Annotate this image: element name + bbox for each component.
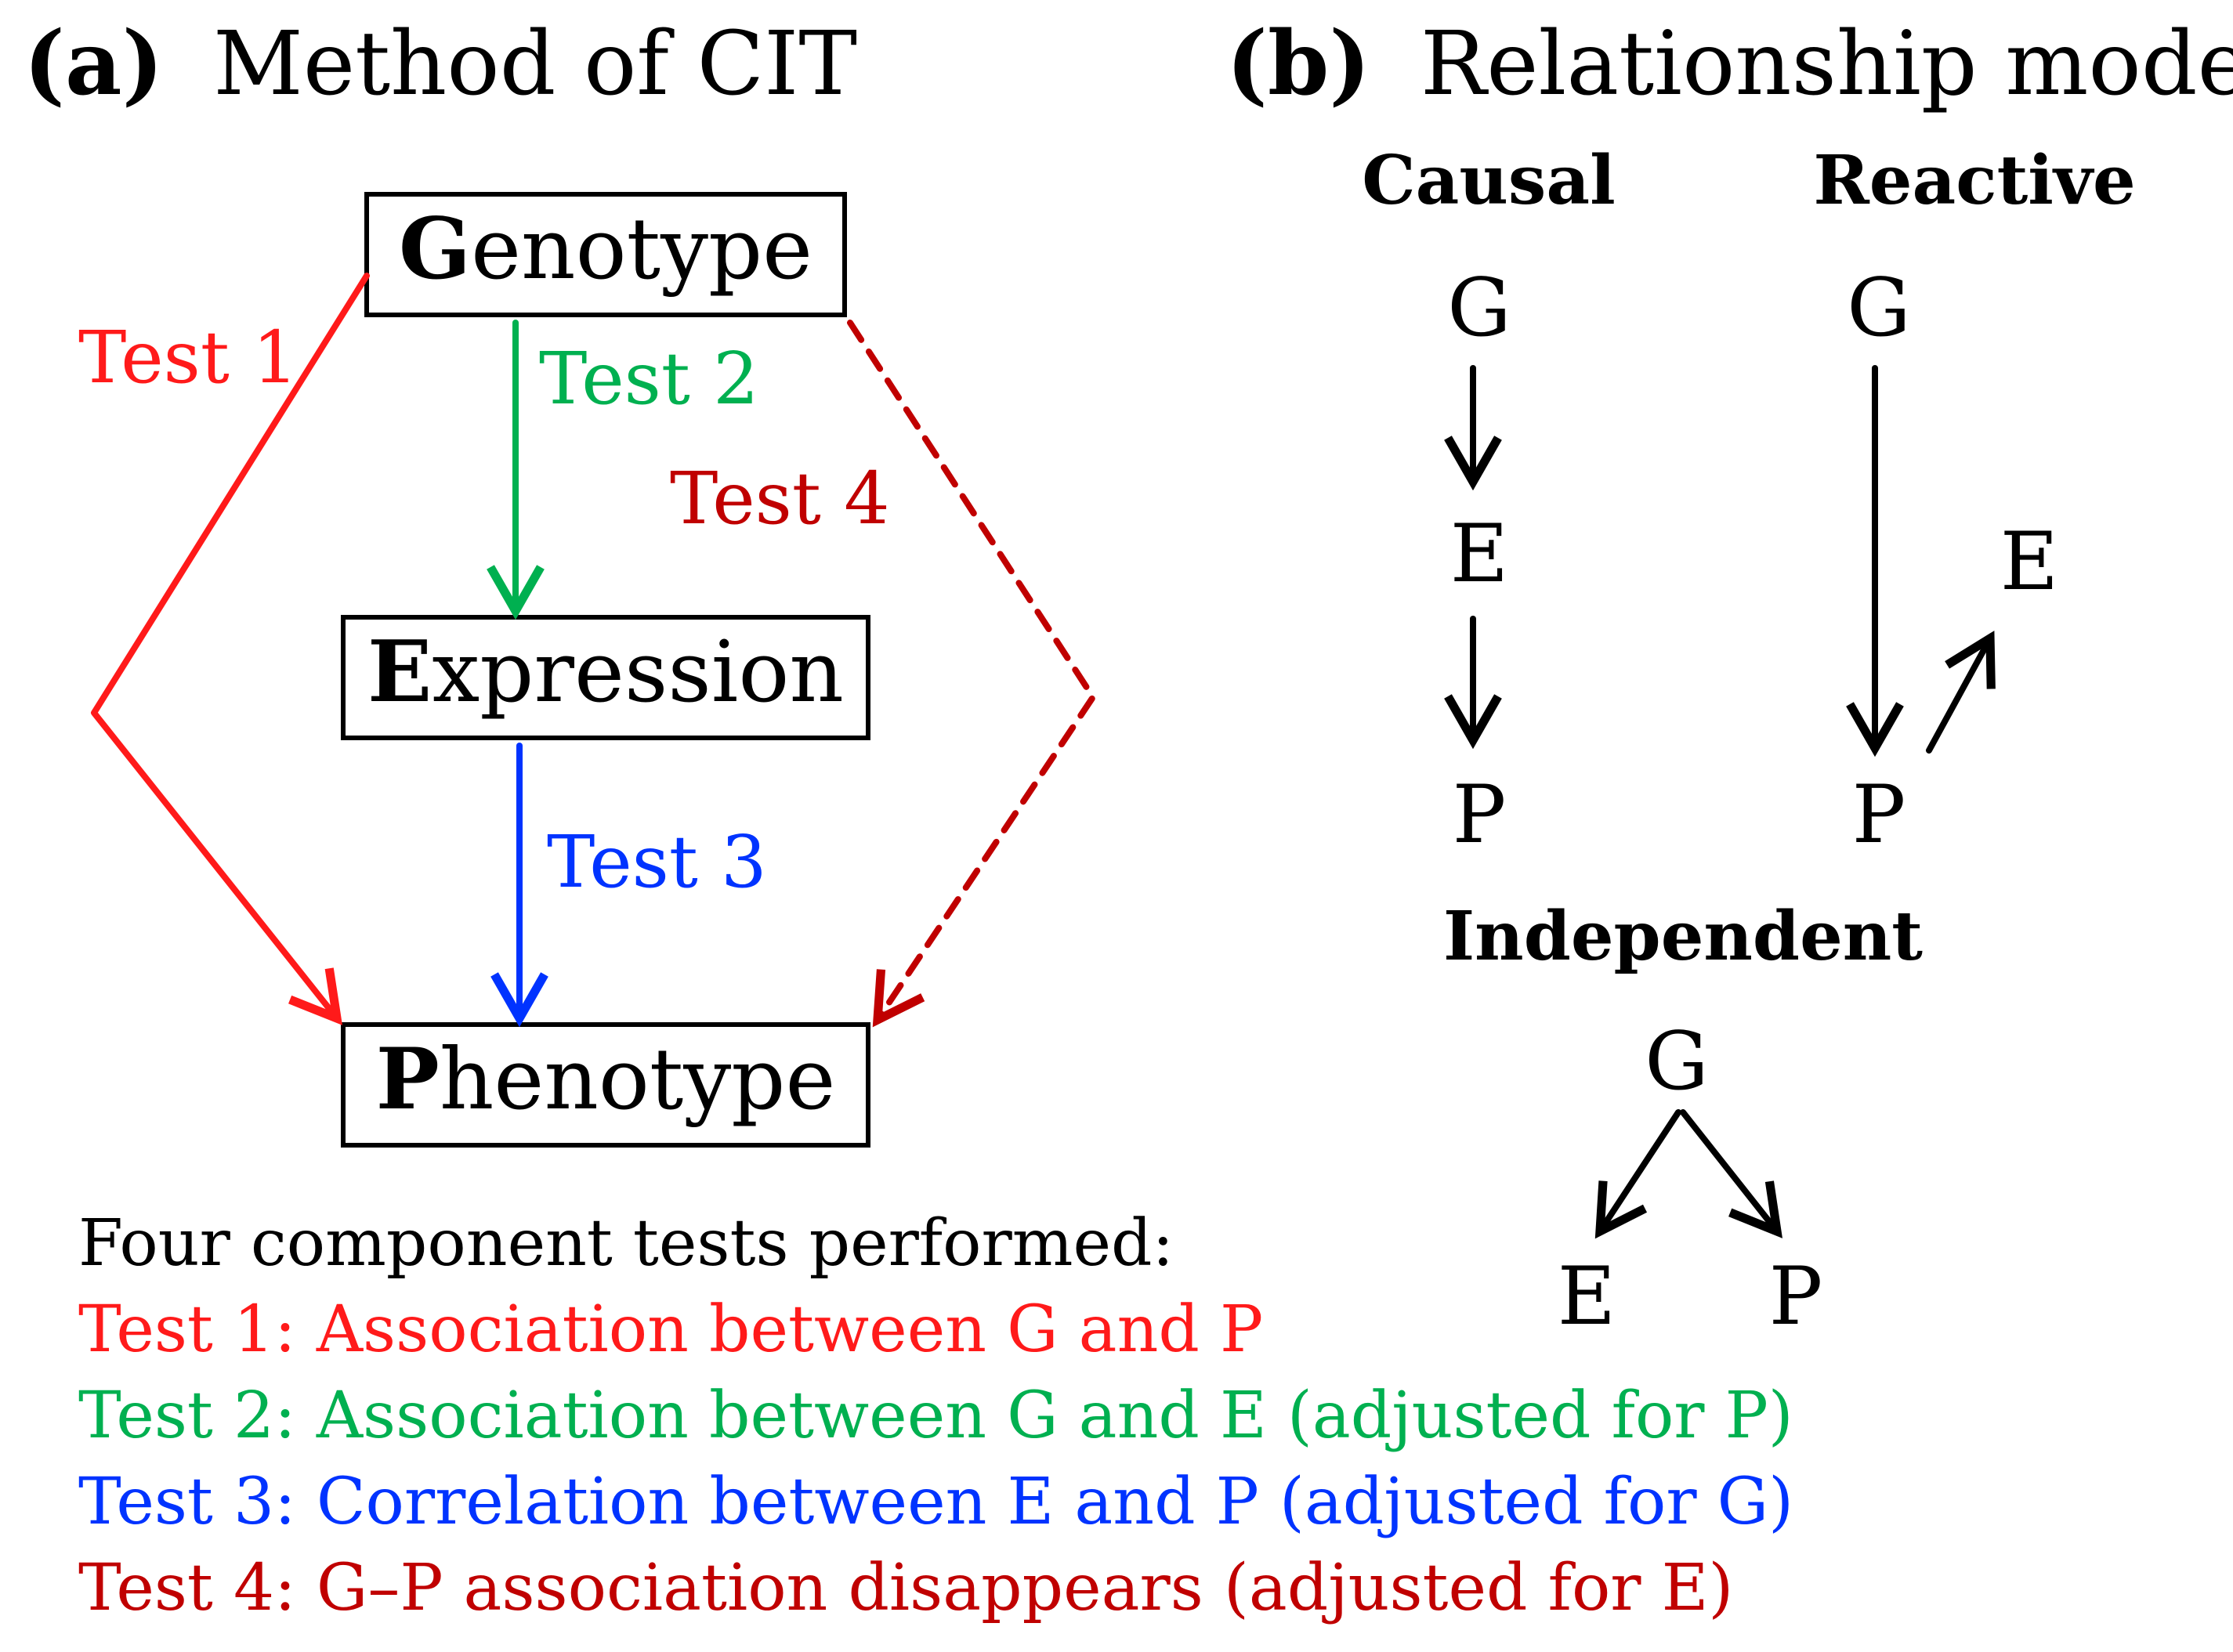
expression-rest: xpression: [432, 624, 844, 721]
legend-heading: Four component tests performed:: [78, 1206, 1174, 1281]
genotype-rest: enotype: [471, 201, 812, 298]
causal-title: Causal: [1362, 141, 1616, 220]
legend-item-test1: Test 1: Association between G and P: [78, 1292, 1263, 1367]
reactive-p-node: P: [1852, 768, 1906, 862]
phenotype-box: [341, 1022, 870, 1148]
independent-g-to-p-arrow: [1680, 1109, 1782, 1238]
phenotype-initial: P: [376, 1030, 440, 1129]
panel-a-title: Method of CIT: [213, 13, 857, 115]
genotype-box: [364, 192, 847, 317]
reactive-g-node: G: [1847, 262, 1910, 355]
test4-arrow: [847, 320, 1096, 1028]
reactive-e-node: E: [2000, 515, 2058, 609]
expression-initial: E: [367, 623, 432, 721]
panel-b-title: Relationship models: [1421, 13, 2233, 115]
test3-label: Test 3: [547, 820, 767, 904]
panel-a-heading: (a) Method of CIT: [24, 13, 857, 115]
test1-label: Test 1: [78, 316, 299, 399]
phenotype-node: Phenotype: [341, 1022, 870, 1148]
phenotype-rest: henotype: [440, 1031, 836, 1129]
genotype-initial: G: [399, 200, 471, 298]
independent-title: Independent: [1443, 897, 1923, 976]
panel-b-heading: (b) Relationship models: [1226, 13, 2233, 115]
legend-item-test4: Test 4: G–P association disappears (adju…: [78, 1551, 1733, 1625]
legend-item-test3: Test 3: Correlation between E and P (adj…: [78, 1465, 1793, 1539]
expression-label: Expression: [367, 623, 844, 721]
test1-arrow: [91, 273, 370, 1025]
tests-legend: Four component tests performed: Test 1: …: [78, 1206, 1793, 1625]
independent-model: Independent G E P: [1443, 897, 1923, 1343]
reactive-title: Reactive: [1813, 141, 2135, 220]
reactive-model: Reactive G P E: [1813, 141, 2135, 862]
expression-box: [341, 615, 870, 740]
independent-g-to-e-arrow: [1594, 1109, 1681, 1239]
independent-g-node: G: [1645, 1015, 1708, 1108]
causal-p-node: P: [1453, 768, 1507, 862]
panel-a: (a) Method of CIT Genotype Expression Ph…: [24, 13, 1793, 1625]
causal-e-node: E: [1450, 508, 1508, 601]
causal-model: Causal G E P: [1362, 141, 1616, 862]
genotype-label: Genotype: [399, 200, 812, 298]
test4-label: Test 4: [670, 457, 890, 540]
panel-b: (b) Relationship models Causal G E P Rea…: [1226, 13, 2233, 1343]
test2-label: Test 2: [539, 337, 759, 421]
reactive-p-to-e-arrow: [1926, 631, 1996, 754]
panel-b-letter: (b): [1226, 13, 1370, 115]
phenotype-label: Phenotype: [376, 1030, 836, 1129]
legend-item-test2: Test 2: Association between G and E (adj…: [78, 1379, 1793, 1453]
expression-node: Expression: [341, 615, 870, 740]
panel-a-letter: (a): [24, 13, 164, 115]
causal-g-node: G: [1447, 262, 1511, 355]
independent-p-node: P: [1769, 1250, 1823, 1343]
genotype-node: Genotype: [364, 192, 847, 317]
independent-e-node: E: [1558, 1250, 1616, 1343]
